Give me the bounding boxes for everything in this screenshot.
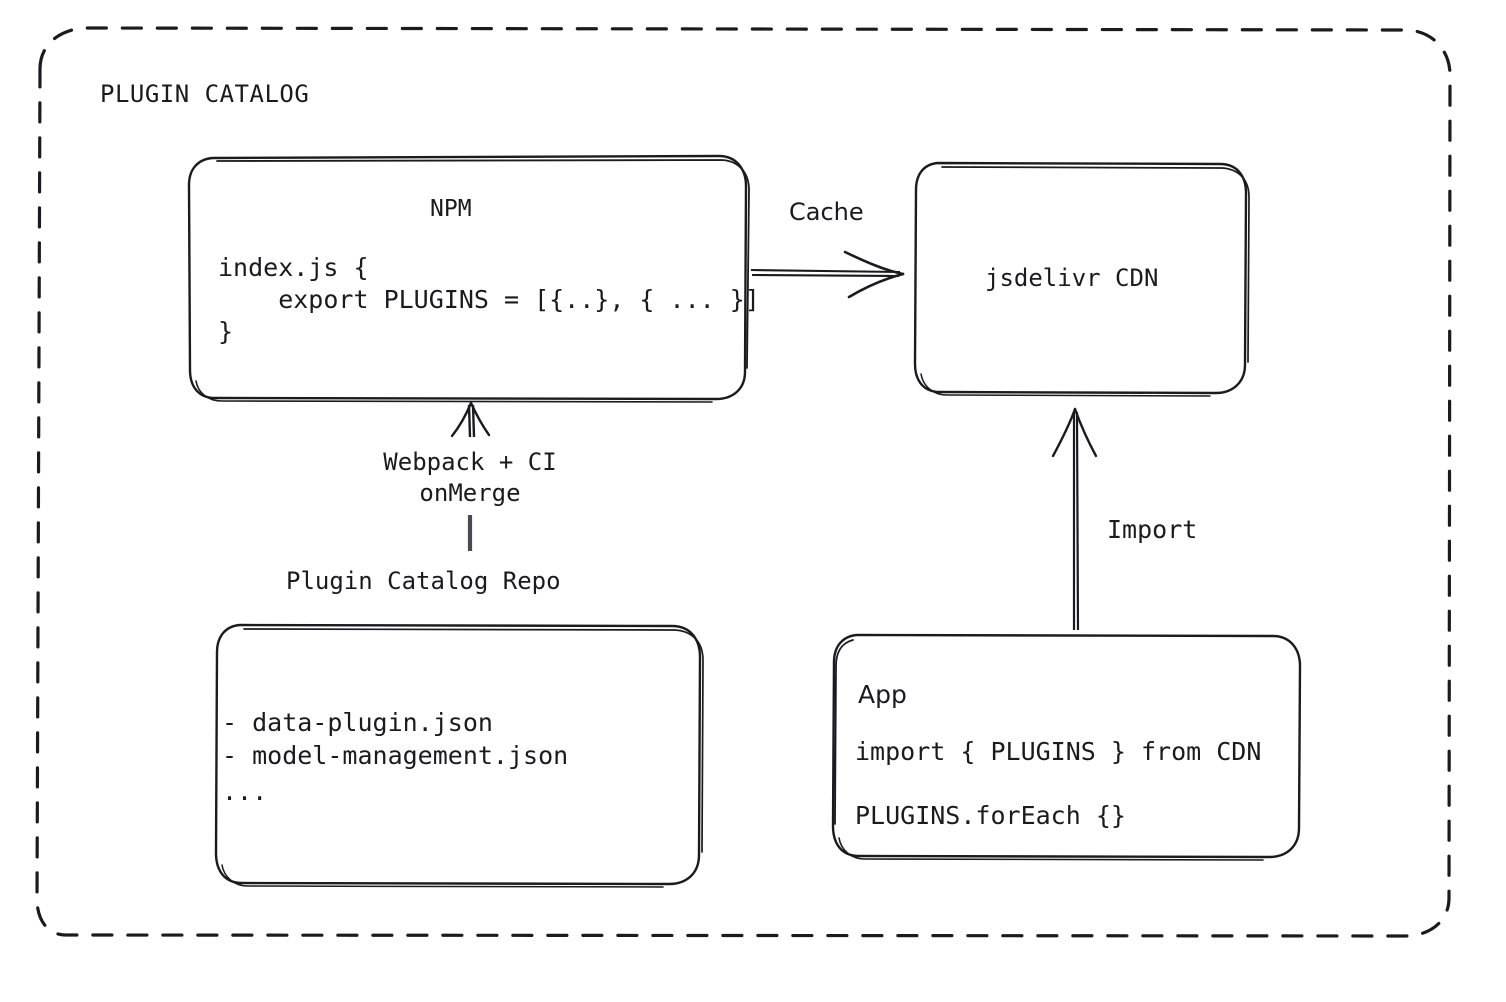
import-edge-label: Import — [1107, 515, 1198, 544]
webpack-edge-label: onMerge — [419, 479, 521, 507]
npm-code-line: } — [218, 317, 234, 346]
cache-arrow — [750, 250, 905, 299]
repo-list-item: ... — [222, 777, 268, 806]
catalog-title: PLUGIN CATALOG — [100, 80, 310, 108]
repo-list-item: - data-plugin.json — [222, 708, 493, 737]
npm-code-line: index.js { — [218, 253, 369, 282]
cache-edge-label: Cache — [789, 198, 864, 226]
repo-node-caption: Plugin Catalog Repo — [286, 567, 561, 595]
repo-list-item: - model-management.json — [222, 741, 569, 770]
webpack-edge-label: Webpack + CI — [383, 448, 557, 476]
npm-node-title: NPM — [430, 196, 472, 222]
import-arrow — [1051, 407, 1098, 631]
webpack-ci-arrow — [450, 401, 491, 551]
app-node-title: App — [858, 680, 907, 709]
npm-code-line: export PLUGINS = [{..}, { ... }] — [218, 285, 760, 314]
app-code-line: PLUGINS.forEach {} — [855, 801, 1126, 830]
cdn-node-label: jsdelivr CDN — [985, 264, 1159, 292]
app-code-line: import { PLUGINS } from CDN — [855, 737, 1262, 766]
